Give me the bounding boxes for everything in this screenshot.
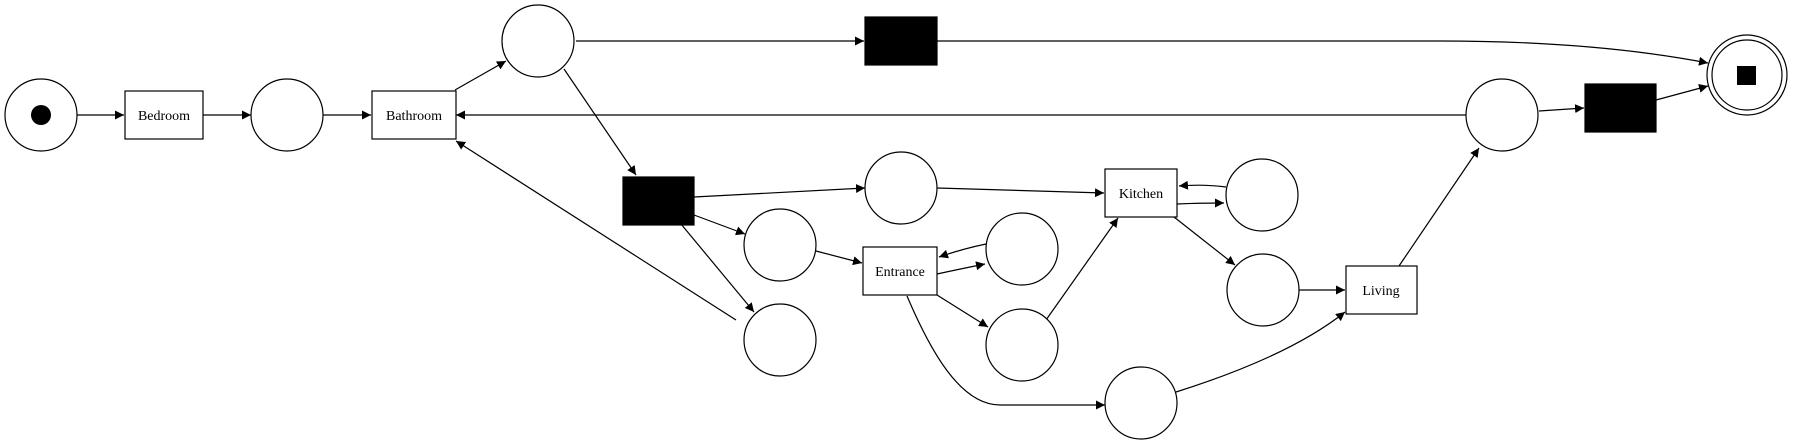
arc-silent-end-to-end: [1655, 83, 1709, 101]
transition-bedroom: [124, 90, 204, 140]
transition-entrance: [862, 246, 938, 296]
arc-entrance-to-p7: [936, 294, 989, 328]
arc-silent-top-to-end: [937, 40, 1709, 66]
place-p5: [743, 303, 817, 377]
start-token: [31, 105, 51, 125]
place-p7: [985, 308, 1059, 382]
arc-p7-to-kitchen: [1045, 217, 1119, 321]
arc-p10-to-living: [1175, 311, 1346, 393]
place-p10: [1104, 366, 1178, 440]
arc-p2-to-silent-mid: [563, 68, 637, 176]
end-square-icon: [1737, 66, 1756, 85]
place-p11: [1465, 78, 1539, 152]
arc-silent-mid-to-p4: [693, 214, 746, 236]
silent-transitions: [622, 16, 1657, 226]
arc-silent-mid-to-p3: [693, 183, 866, 198]
arc-p5-to-bathroom: [455, 140, 737, 321]
arc-silent-mid-to-p5: [680, 223, 755, 313]
places: [4, 4, 1788, 440]
arc-p3-to-kitchen: [936, 187, 1105, 198]
transitions: Bedroom Bathroom Kitchen Entrance Living: [124, 90, 1418, 315]
arc-p4-to-entrance: [815, 250, 863, 266]
place-p9: [1226, 253, 1300, 327]
transition-bathroom: [371, 90, 457, 140]
arc-p6-to-entrance: [938, 243, 987, 259]
transition-kitchen: [1104, 168, 1178, 218]
arc-p8-to-kitchen: [1178, 180, 1227, 190]
silent-transition-mid: [622, 176, 695, 226]
transition-bedroom-label: Bedroom: [138, 109, 190, 124]
place-p1: [250, 78, 324, 152]
place-p8: [1225, 158, 1299, 232]
transition-entrance-label: Entrance: [875, 265, 925, 280]
arcs: [77, 36, 1709, 410]
arc-p11-to-silent-end: [1538, 104, 1585, 114]
place-p6: [985, 212, 1059, 286]
transition-living: [1345, 265, 1418, 315]
silent-transition-end: [1584, 83, 1657, 133]
place-p3: [864, 151, 938, 225]
place-p2: [501, 4, 575, 78]
arc-entrance-to-p6: [936, 261, 986, 275]
silent-transition-top: [864, 16, 938, 66]
transition-bathroom-label: Bathroom: [386, 109, 442, 124]
transition-living-label: Living: [1362, 284, 1399, 299]
transition-kitchen-label: Kitchen: [1119, 187, 1163, 202]
place-p4: [743, 208, 817, 282]
arc-kitchen-to-p8: [1176, 198, 1225, 208]
arc-bathroom-to-p2: [454, 60, 507, 91]
arc-entrance-to-p10: [906, 295, 1105, 410]
arc-living-to-p11: [1398, 147, 1480, 267]
arc-kitchen-to-p9: [1173, 216, 1236, 266]
